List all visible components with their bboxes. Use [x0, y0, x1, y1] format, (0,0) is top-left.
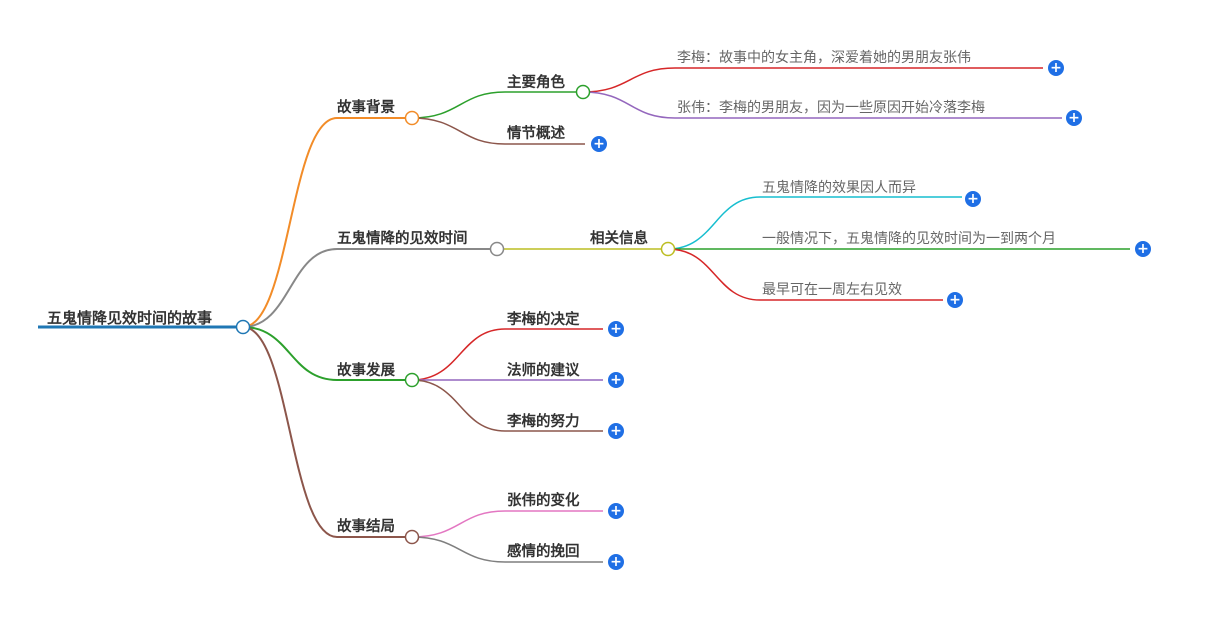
- node-related-info[interactable]: 相关信息: [590, 231, 648, 247]
- expand-plus-icon[interactable]: +: [947, 292, 963, 308]
- node-main-roles[interactable]: 主要角色: [507, 75, 565, 91]
- edge-roles-leaf-2: [582, 91, 1062, 119]
- leaf-info-1[interactable]: 五鬼情降的效果因人而异: [762, 180, 916, 196]
- root-node-label[interactable]: 五鬼情降见效时间的故事: [47, 309, 213, 327]
- ending-collapse-circle[interactable]: [404, 529, 420, 545]
- edge-roles-leaf-1: [582, 67, 1043, 93]
- expand-plus-icon[interactable]: +: [591, 136, 607, 152]
- edge-root-background: [242, 117, 412, 328]
- node-development-3[interactable]: 李梅的努力: [507, 414, 580, 430]
- expand-plus-icon[interactable]: +: [608, 503, 624, 519]
- node-development-2[interactable]: 法师的建议: [507, 363, 580, 379]
- leaf-info-3[interactable]: 最早可在一周左右见效: [762, 282, 902, 298]
- node-ending-1[interactable]: 张伟的变化: [507, 493, 580, 509]
- edge-ending-1: [411, 510, 603, 538]
- expand-plus-icon[interactable]: +: [965, 191, 981, 207]
- edge-info-leaf-3: [667, 248, 943, 301]
- expand-plus-icon[interactable]: +: [1066, 110, 1082, 126]
- leaf-role-limei[interactable]: 李梅：故事中的女主角，深爱着她的男朋友张伟: [677, 50, 971, 66]
- time-collapse-circle[interactable]: [489, 241, 505, 257]
- leaf-role-zhangwei[interactable]: 张伟：李梅的男朋友，因为一些原因开始冷落李梅: [677, 100, 985, 116]
- edge-root-time: [242, 248, 497, 328]
- expand-plus-icon[interactable]: +: [608, 372, 624, 388]
- edge-development-3: [411, 379, 603, 432]
- edge-development-1: [411, 328, 603, 381]
- node-development-1[interactable]: 李梅的决定: [507, 312, 580, 328]
- development-collapse-circle[interactable]: [404, 372, 420, 388]
- roles-collapse-circle[interactable]: [575, 84, 591, 100]
- node-story-development[interactable]: 故事发展: [337, 363, 395, 379]
- node-plot-summary[interactable]: 情节概述: [507, 126, 565, 142]
- edge-info-leaf-1: [667, 196, 962, 250]
- edge-root-development: [242, 326, 412, 381]
- expand-plus-icon[interactable]: +: [608, 423, 624, 439]
- node-story-background[interactable]: 故事背景: [337, 100, 395, 116]
- leaf-info-2[interactable]: 一般情况下，五鬼情降的见效时间为一到两个月: [762, 231, 1056, 247]
- edge-background-roles: [411, 91, 583, 119]
- node-story-ending[interactable]: 故事结局: [337, 519, 395, 535]
- expand-plus-icon[interactable]: +: [608, 554, 624, 570]
- background-collapse-circle[interactable]: [404, 110, 420, 126]
- edge-ending-2: [411, 536, 603, 563]
- node-ending-2[interactable]: 感情的挽回: [507, 544, 580, 560]
- edge-root-ending: [242, 326, 412, 538]
- root-collapse-circle[interactable]: [235, 319, 251, 335]
- node-effect-time[interactable]: 五鬼情降的见效时间: [337, 231, 468, 247]
- edge-background-plot: [411, 117, 585, 145]
- expand-plus-icon[interactable]: +: [608, 321, 624, 337]
- expand-plus-icon[interactable]: +: [1135, 241, 1151, 257]
- expand-plus-icon[interactable]: +: [1048, 60, 1064, 76]
- info-collapse-circle[interactable]: [660, 241, 676, 257]
